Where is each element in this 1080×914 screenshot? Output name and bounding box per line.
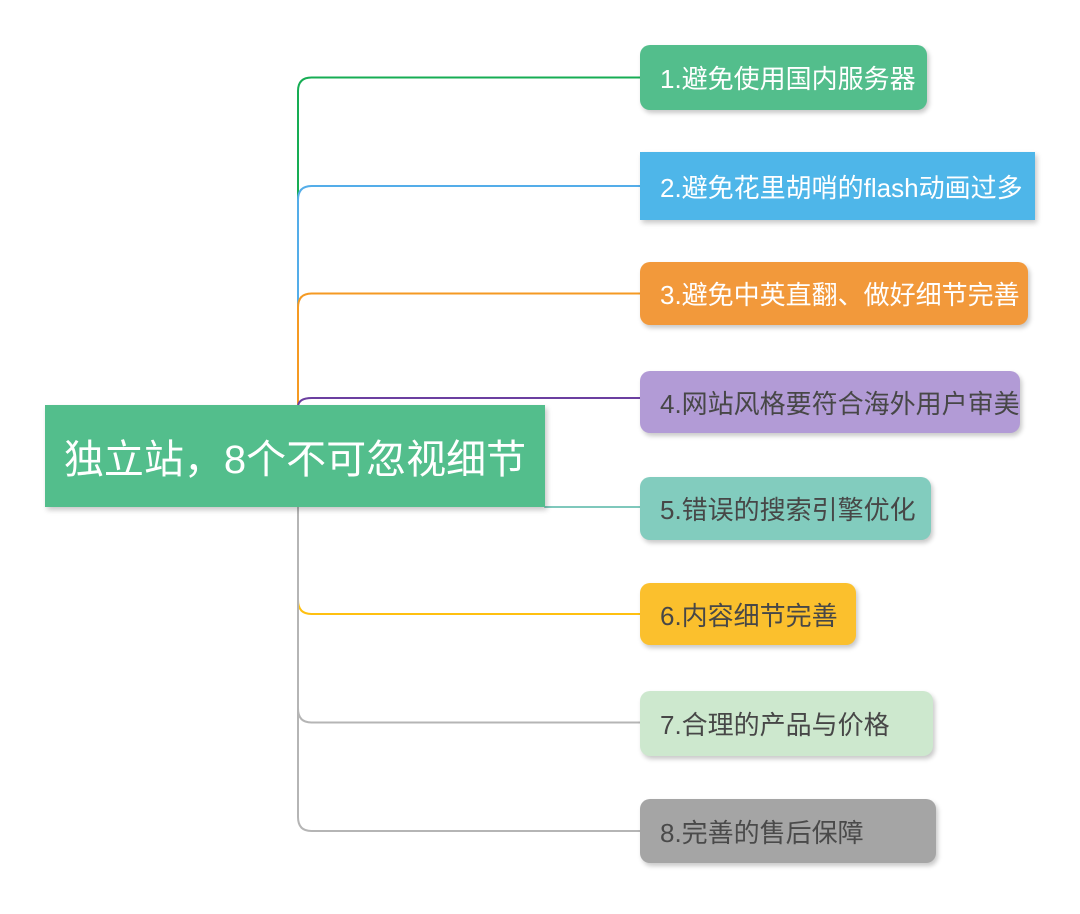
root-topic-node[interactable]: 独立站，8个不可忽视细节	[45, 405, 545, 507]
branch-node-2[interactable]: 2.避免花里胡哨的flash动画过多	[640, 152, 1035, 220]
branch-label-6: 6.内容细节完善	[660, 600, 838, 631]
branch-label-7: 7.合理的产品与价格	[660, 710, 890, 740]
connector-line-branch-8	[297, 506, 641, 832]
branch-node-5[interactable]: 5.错误的搜索引擎优化	[640, 477, 931, 540]
branch-node-8[interactable]: 8.完善的售后保障	[640, 799, 936, 863]
branch-node-7[interactable]: 7.合理的产品与价格	[640, 691, 933, 756]
connector-line-branch-3	[297, 292, 641, 406]
branch-label-5: 5.错误的搜索引擎优化	[660, 495, 916, 525]
branch-node-6[interactable]: 6.内容细节完善	[640, 583, 856, 645]
root-topic-label: 独立站，8个不可忽视细节	[63, 438, 527, 482]
branch-label-3: 3.避免中英直翻、做好细节完善	[660, 280, 1020, 310]
branch-label-4: 4.网站风格要符合海外用户审美	[660, 388, 1020, 419]
connector-line-branch-6	[297, 506, 641, 615]
branch-node-3[interactable]: 3.避免中英直翻、做好细节完善	[640, 262, 1028, 325]
connector-line-branch-1	[297, 76, 641, 406]
connector-line-branch-2	[297, 185, 641, 406]
branch-node-1[interactable]: 1.避免使用国内服务器	[640, 45, 927, 110]
branch-label-8: 8.完善的售后保障	[660, 817, 864, 848]
branch-label-2: 2.避免花里胡哨的flash动画过多	[660, 172, 1023, 203]
branch-node-4[interactable]: 4.网站风格要符合海外用户审美	[640, 371, 1020, 433]
branch-label-1: 1.避免使用国内服务器	[660, 64, 916, 94]
